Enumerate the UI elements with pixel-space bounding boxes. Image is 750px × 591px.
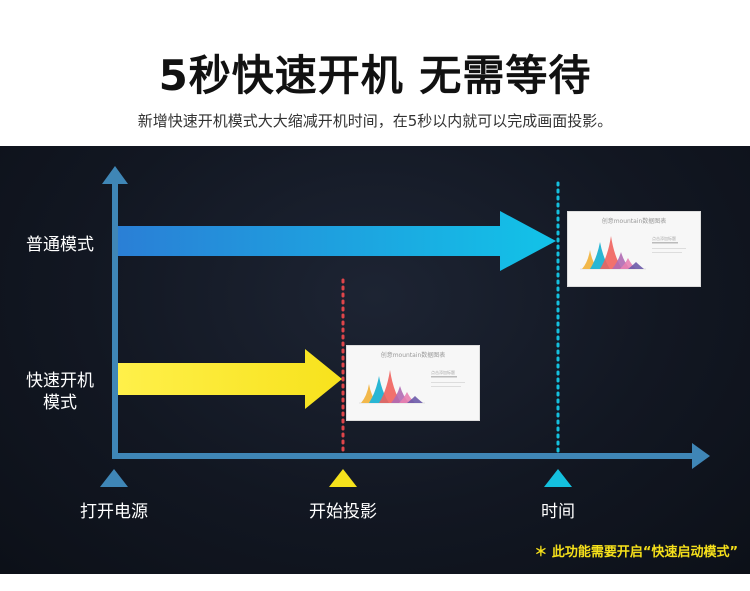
chart-thumbnail-normal: 创意mountain数据图表 点击添加标题 — [567, 211, 701, 287]
normal-mode-arrow — [118, 211, 556, 271]
x-axis-arrowhead — [692, 443, 710, 469]
peak-6 — [628, 262, 644, 269]
time-marker — [544, 469, 572, 487]
mountain-chart-icon — [359, 370, 465, 404]
chart-thumbnail-fast: 创意mountain数据图表 点击添加标题 — [346, 345, 480, 421]
fast-boot-arrow — [118, 349, 342, 409]
power-on-marker — [100, 469, 128, 487]
y-axis-arrowhead — [102, 166, 128, 184]
header: 5秒快速开机 无需等待 新增快速开机模式大大缩减开机时间，在5秒以内就可以完成画… — [0, 0, 750, 146]
footnote: ＊ 此功能需要开启“快速启动模式” — [534, 545, 738, 560]
page-subtitle: 新增快速开机模式大大缩减开机时间，在5秒以内就可以完成画面投影。 — [137, 112, 613, 130]
page-title: 5秒快速开机 无需等待 — [158, 51, 592, 100]
projection-start-marker — [329, 469, 357, 487]
mountain-chart-icon — [580, 236, 686, 270]
tick-label-power-on: 打开电源 — [80, 502, 148, 522]
tick-label-projection-start: 开始投影 — [309, 502, 377, 522]
peak-6 — [407, 396, 423, 403]
tick-label-time: 时间 — [541, 502, 575, 522]
peak-3 — [379, 370, 401, 403]
bottom-margin — [0, 574, 750, 591]
row-label-fast: 快速开机 模式 — [26, 371, 94, 413]
row-label-normal: 普通模式 — [26, 235, 94, 255]
peak-3 — [600, 236, 622, 269]
